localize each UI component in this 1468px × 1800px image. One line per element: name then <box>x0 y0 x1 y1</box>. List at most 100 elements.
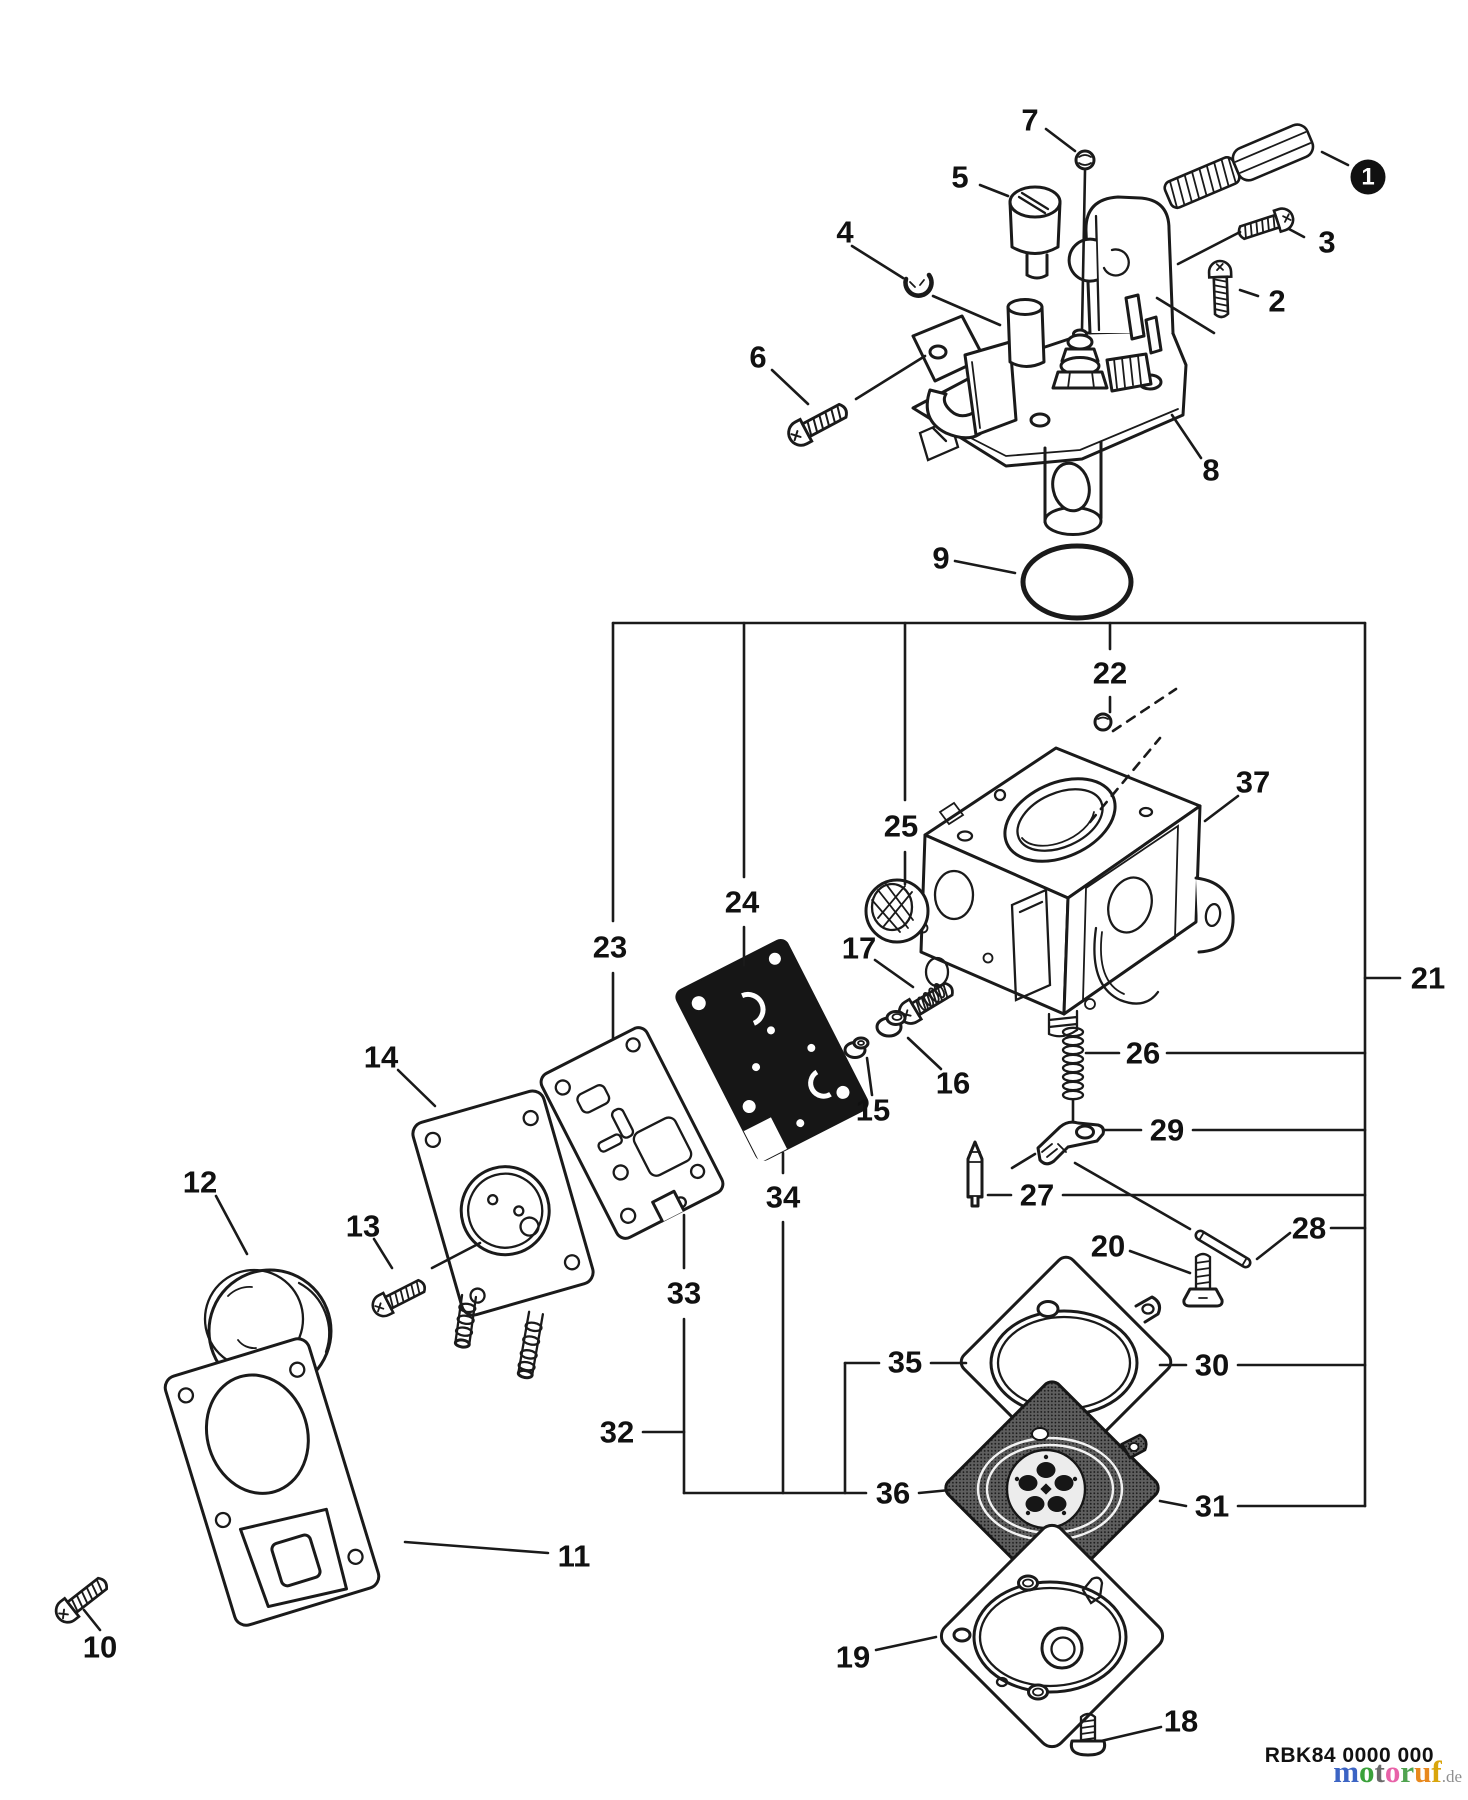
callout-6: 6 <box>749 340 766 375</box>
part-throttle-rod <box>1163 123 1315 210</box>
callout-16: 16 <box>936 1066 970 1101</box>
callout-11: 11 <box>558 1539 591 1574</box>
callout-3: 3 <box>1318 225 1335 260</box>
callout-2-leader <box>1238 288 1260 298</box>
part-screw-3 <box>1234 204 1298 246</box>
part-flange-gasket-9 <box>1020 543 1134 621</box>
watermark-letter: m <box>1333 1754 1360 1789</box>
watermark-logo: motoruf.de <box>1333 1756 1462 1787</box>
callout-20-leader <box>1128 1249 1192 1275</box>
callout-14: 14 <box>364 1040 399 1075</box>
part-pump-body-14 <box>411 1089 595 1380</box>
screw6-align-line <box>854 354 927 401</box>
watermark-letter: r <box>1400 1754 1415 1789</box>
callout-19-leader <box>874 1635 938 1652</box>
part-screw-10 <box>50 1571 114 1629</box>
callout-14-leader <box>396 1068 437 1108</box>
callout-18: 18 <box>1164 1704 1198 1739</box>
callout-22: 22 <box>1093 656 1127 691</box>
callout-28: 28 <box>1292 1211 1326 1246</box>
callout-10: 10 <box>83 1630 117 1665</box>
part-pump-gasket-23 <box>539 1026 725 1240</box>
callout-29: 29 <box>1150 1113 1184 1148</box>
callout-30: 30 <box>1195 1348 1229 1383</box>
watermark-letter: u <box>1414 1754 1432 1789</box>
part-diaphragm-cover-19 <box>939 1523 1165 1749</box>
callout-33: 33 <box>667 1276 701 1311</box>
callout-26: 26 <box>1126 1036 1160 1071</box>
callout-37-leader <box>1203 794 1240 823</box>
part-screw-13 <box>367 1273 431 1322</box>
part-screw-20 <box>1182 1252 1224 1308</box>
bottom-bus-right <box>917 1488 952 1495</box>
part-idle-plug-5 <box>1008 185 1062 280</box>
callout-10-leader <box>82 1608 102 1632</box>
watermark-letter: t <box>1374 1754 1385 1789</box>
callout-32: 32 <box>600 1415 634 1450</box>
part-check-ball-22 <box>1093 712 1113 732</box>
part-screw-18 <box>1069 1712 1107 1757</box>
part-bushing-15 <box>843 1036 870 1059</box>
callout-20: 20 <box>1091 1229 1125 1264</box>
part-bushing-16 <box>875 1010 907 1038</box>
callout-37: 37 <box>1236 765 1270 800</box>
part-e-clip-4 <box>903 272 934 298</box>
screw3-align-line <box>1176 230 1242 266</box>
callout-21: 21 <box>1411 961 1445 996</box>
part-metering-lever-29 <box>1036 1120 1105 1166</box>
screw13-align-line <box>430 1241 482 1270</box>
callout-2: 2 <box>1268 284 1285 319</box>
callout-34: 34 <box>766 1180 801 1215</box>
watermark-letters: motoruf <box>1333 1754 1442 1789</box>
part-spring-26 <box>1061 1026 1085 1101</box>
watermark-domain-suffix: .de <box>1441 1767 1462 1786</box>
callout-36: 36 <box>876 1476 910 1511</box>
callout-7-leader <box>1044 127 1077 153</box>
callout-13: 13 <box>346 1209 380 1244</box>
ball22-dash-b <box>1088 736 1162 824</box>
part-lever-pin-28 <box>1194 1229 1252 1269</box>
part-inlet-ball-7 <box>1074 149 1096 171</box>
callout-17: 17 <box>842 931 876 966</box>
callout-19: 19 <box>836 1640 870 1675</box>
callout-8: 8 <box>1202 453 1219 488</box>
callout-28-left <box>1255 1231 1292 1261</box>
callout-15: 15 <box>856 1093 890 1128</box>
watermark-letter: o <box>1359 1754 1375 1789</box>
part-pump-diaphragm-24 <box>675 938 869 1163</box>
ball22-dash-a <box>1111 687 1178 733</box>
part-screw-2 <box>1207 259 1234 319</box>
watermark-letter: o <box>1384 1754 1401 1789</box>
callout-12: 12 <box>183 1165 217 1200</box>
callout-17-leader <box>873 958 915 989</box>
callout-18-leader <box>1099 1725 1163 1743</box>
callout-13-leader <box>372 1237 394 1270</box>
callout-1: 1 <box>1361 164 1374 191</box>
callout-12-leader <box>214 1194 249 1256</box>
callout-9: 9 <box>932 541 949 576</box>
part-bracket-plate-11 <box>163 1337 381 1627</box>
callout-4: 4 <box>836 215 854 250</box>
part-carburetor-body-37 <box>917 746 1235 1038</box>
callout-5-leader <box>978 183 1010 198</box>
lever-to-pin-line <box>1073 1161 1192 1231</box>
ball7-drop-line <box>1080 169 1087 332</box>
part-screw-6 <box>782 396 853 452</box>
callout-layer: 1234567891011121314151617181920212223242… <box>83 103 1445 1739</box>
callout-11-leader <box>403 1540 550 1555</box>
needle-to-lever-line <box>1010 1152 1037 1170</box>
callout-3-leader <box>1287 227 1306 239</box>
callout-9-leader <box>953 559 1017 575</box>
callout-6-leader <box>770 368 810 406</box>
part-throttle-bracket-body-8 <box>911 195 1188 536</box>
callout-31: 31 <box>1195 1489 1229 1524</box>
callout-25: 25 <box>884 809 918 844</box>
callout-27: 27 <box>1020 1178 1054 1213</box>
part-mixture-screw-17 <box>893 976 959 1030</box>
leader-line-layer <box>82 127 1402 1743</box>
watermark-letter: f <box>1431 1754 1442 1789</box>
callout-35: 35 <box>888 1345 922 1380</box>
callout-16-leader <box>906 1036 943 1071</box>
callout-4-leader <box>850 244 905 280</box>
